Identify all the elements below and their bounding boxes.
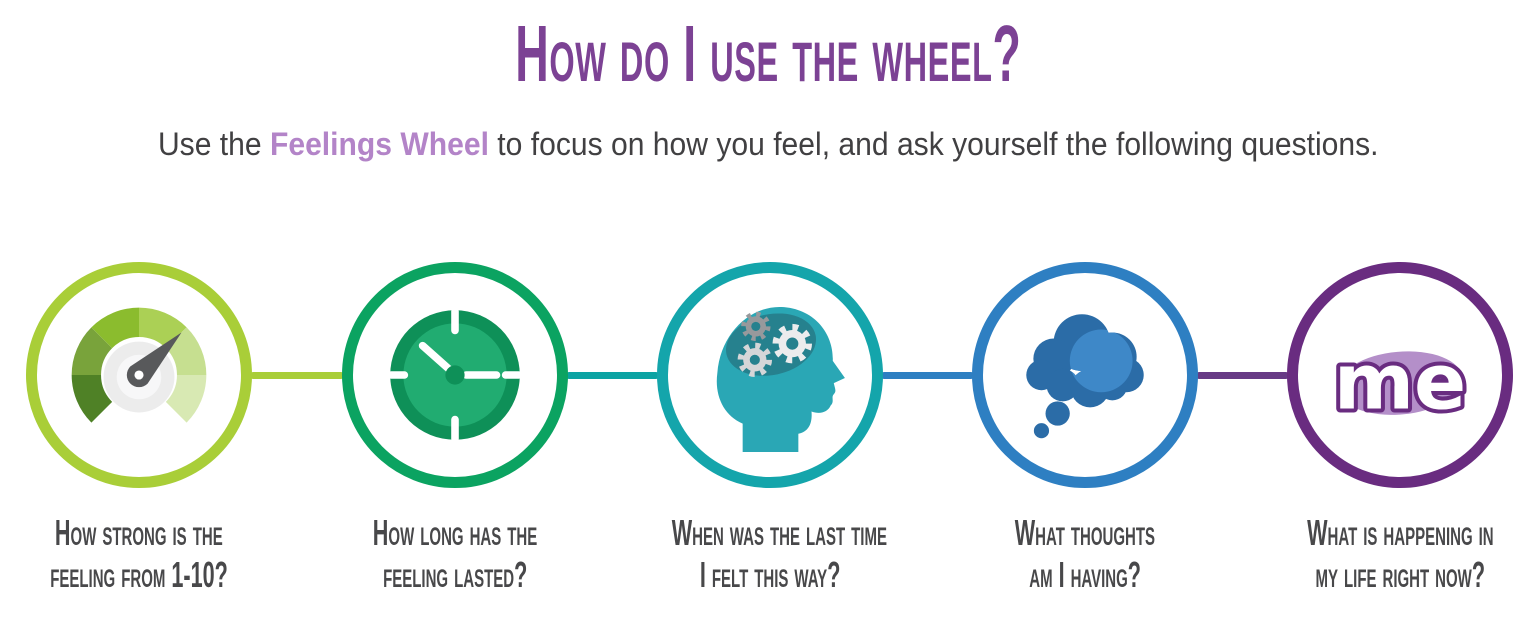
gear-medium-light [737, 342, 773, 378]
caption-line: feeling from 1-10? [50, 554, 228, 595]
gauge-icon [71, 307, 207, 423]
me-icon: me [1330, 334, 1470, 431]
caption-line: my life right now? [1315, 554, 1485, 595]
caption-line: How long has the [372, 512, 538, 553]
subtitle-suffix: to focus on how you feel, and ask yourse… [488, 126, 1379, 162]
caption-line: What is happening in [1306, 512, 1494, 553]
connector-4 [1196, 372, 1289, 379]
clock-icon [387, 307, 523, 443]
me-label: me [1334, 338, 1466, 427]
caption-line: feeling lasted? [382, 554, 528, 595]
caption-line: How strong is the [55, 512, 223, 553]
connector-3 [881, 372, 974, 379]
step-5-badge: me [1287, 262, 1513, 488]
step-1-badge [26, 262, 252, 488]
page-title-wrap: How do I use the wheel? [0, 8, 1536, 100]
step-3-badge [657, 262, 883, 488]
subtitle-wrap: Use the Feelings Wheel to focus on how y… [0, 126, 1536, 163]
subtitle-prefix: Use the [157, 126, 270, 162]
thought-bubble-icon [1026, 314, 1144, 439]
subtitle: Use the Feelings Wheel to focus on how y… [158, 126, 1379, 163]
caption-step-5: What is happening in my life right now? [1230, 512, 1536, 596]
caption-line: When was the last time [671, 512, 887, 553]
caption-line: What thoughts [1014, 512, 1156, 553]
connector-2 [566, 372, 659, 379]
caption-line: I felt this way? [699, 554, 841, 595]
caption-step-2: How long has the feeling lasted? [285, 512, 625, 596]
caption-line: am I having? [1029, 554, 1141, 595]
step-2-badge [342, 262, 568, 488]
caption-step-1: How strong is the feeling from 1-10? [0, 512, 309, 596]
page-title: How do I use the wheel? [514, 9, 1022, 98]
caption-step-3: When was the last time I felt this way? [600, 512, 940, 596]
head-gears-icon [716, 306, 845, 452]
subtitle-highlight: Feelings Wheel [269, 126, 489, 162]
step-4-badge [972, 262, 1198, 488]
connector-1 [250, 372, 344, 379]
caption-step-4: What thoughts am I having? [915, 512, 1255, 596]
